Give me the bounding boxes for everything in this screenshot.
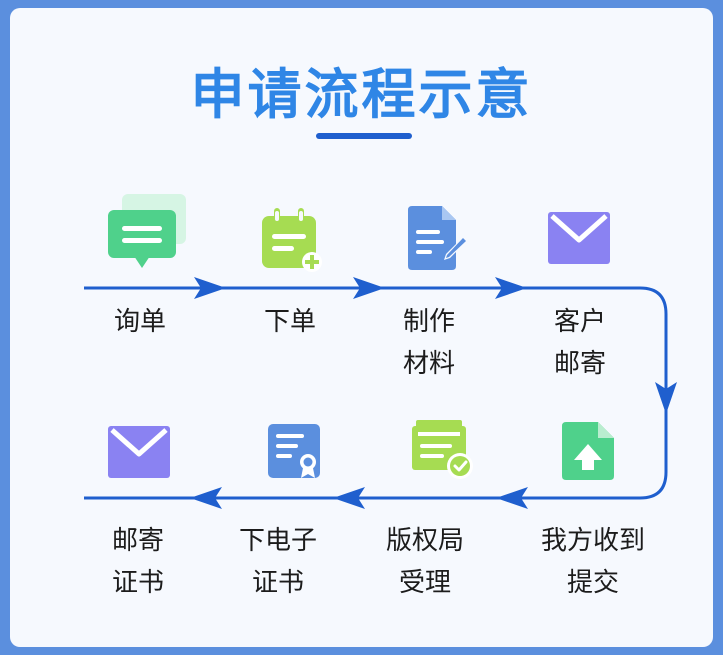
content-card <box>10 8 713 647</box>
step-label-customer-mail: 客户 邮寄 <box>505 301 655 385</box>
notepad-add-icon <box>262 208 322 272</box>
step-label-line: 证书 <box>111 568 164 598</box>
arrow-left-2 <box>333 487 365 509</box>
envelope-icon <box>548 212 610 264</box>
envelope-icon <box>108 426 170 478</box>
certificate-check-icon <box>412 420 473 479</box>
step-label-line: 证书 <box>251 568 304 598</box>
upload-file-icon <box>562 422 614 480</box>
step-label-line: 下电子 <box>238 526 317 556</box>
certificate-badge-icon <box>268 424 320 478</box>
step-label-order: 下单 <box>215 301 365 343</box>
step-label-line: 材料 <box>402 349 455 379</box>
step-label-prepare-materials: 制作 材料 <box>354 301 504 385</box>
arrow-left-3 <box>190 487 222 509</box>
step-label-line: 版权局 <box>385 526 464 556</box>
step-label-line: 询单 <box>113 307 166 337</box>
title-underline <box>316 133 412 139</box>
step-label-e-certificate: 下电子 证书 <box>203 520 353 604</box>
arrow-right-1 <box>194 277 226 299</box>
arrow-left-1 <box>496 487 528 509</box>
step-label-line: 制作 <box>402 307 455 337</box>
step-label-line: 提交 <box>566 568 619 598</box>
step-label-line: 受理 <box>398 568 451 598</box>
step-label-line: 邮寄 <box>111 526 164 556</box>
document-edit-icon <box>408 206 468 270</box>
step-label-inquiry: 询单 <box>65 301 215 343</box>
step-label-copyright-office: 版权局 受理 <box>350 520 500 604</box>
step-label-line: 邮寄 <box>553 349 606 379</box>
step-label-received-submit: 我方收到 提交 <box>518 520 668 604</box>
chat-bubble-icon <box>108 194 186 268</box>
arrow-right-2 <box>353 277 385 299</box>
step-label-mail-certificate: 邮寄 证书 <box>63 520 213 604</box>
step-label-line: 下单 <box>263 307 316 337</box>
step-label-line: 我方收到 <box>540 526 645 556</box>
step-label-line: 客户 <box>553 307 606 337</box>
page-title: 申请流程示意 <box>190 63 533 126</box>
arrow-right-3 <box>495 277 527 299</box>
arrow-down <box>655 382 677 414</box>
